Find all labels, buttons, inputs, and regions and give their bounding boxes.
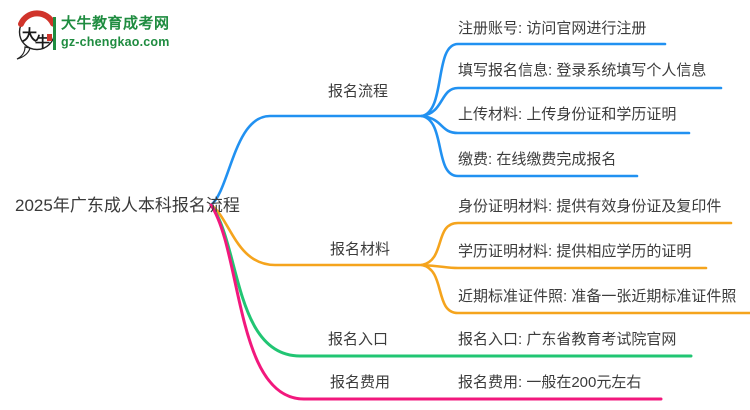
leaf-line-education-proof <box>420 263 708 270</box>
logo-site-domain: gz-chengkao.com <box>61 35 170 49</box>
leaf-portal-site: 报名入口: 广东省教育考试院官网 <box>458 331 677 348</box>
leaf-photo: 近期标准证件照: 准备一张近期标准证件照 <box>458 288 737 305</box>
svg-text:牛: 牛 <box>35 33 50 51</box>
leaf-line-pay-fee <box>420 114 639 178</box>
leaf-id-proof: 身份证明材料: 提供有效身份证及复印件 <box>458 198 722 215</box>
root-topic: 2025年广东成人本科报名流程 <box>15 196 240 215</box>
logo-divider <box>53 17 56 50</box>
leaf-fill-info: 填写报名信息: 登录系统填写个人信息 <box>458 62 707 79</box>
branch-label-registration-portal: 报名入口 <box>328 331 389 348</box>
logo-text-block: 大牛教育成考网 gz-chengkao.com <box>61 15 170 49</box>
logo-bull-icon: 大 牛 <box>16 10 56 60</box>
branch-line-registration-materials <box>209 203 424 267</box>
leaf-line-id-proof <box>420 221 733 267</box>
leaf-line-fill-info <box>420 86 723 118</box>
branch-label-registration-process: 报名流程 <box>328 83 389 100</box>
branch-line-registration-process <box>209 114 424 207</box>
branch-label-registration-fee: 报名费用 <box>330 374 391 391</box>
svg-text:大: 大 <box>22 26 37 44</box>
leaf-fee-amount: 报名费用: 一般在200元左右 <box>458 374 642 391</box>
leaf-education-proof: 学历证明材料: 提供相应学历的证明 <box>458 243 692 260</box>
leaf-line-register-account <box>420 42 667 118</box>
logo-site-name: 大牛教育成考网 <box>61 15 170 32</box>
branch-line-registration-fee <box>209 203 663 401</box>
leaf-upload-materials: 上传材料: 上传身份证和学历证明 <box>458 106 677 123</box>
site-logo: 大 牛 <box>14 10 60 60</box>
leaf-line-photo <box>420 263 750 315</box>
leaf-pay-fee: 缴费: 在线缴费完成报名 <box>458 151 617 168</box>
leaf-register-account: 注册账号: 访问官网进行注册 <box>458 20 647 37</box>
branch-label-registration-materials: 报名材料 <box>330 241 391 258</box>
